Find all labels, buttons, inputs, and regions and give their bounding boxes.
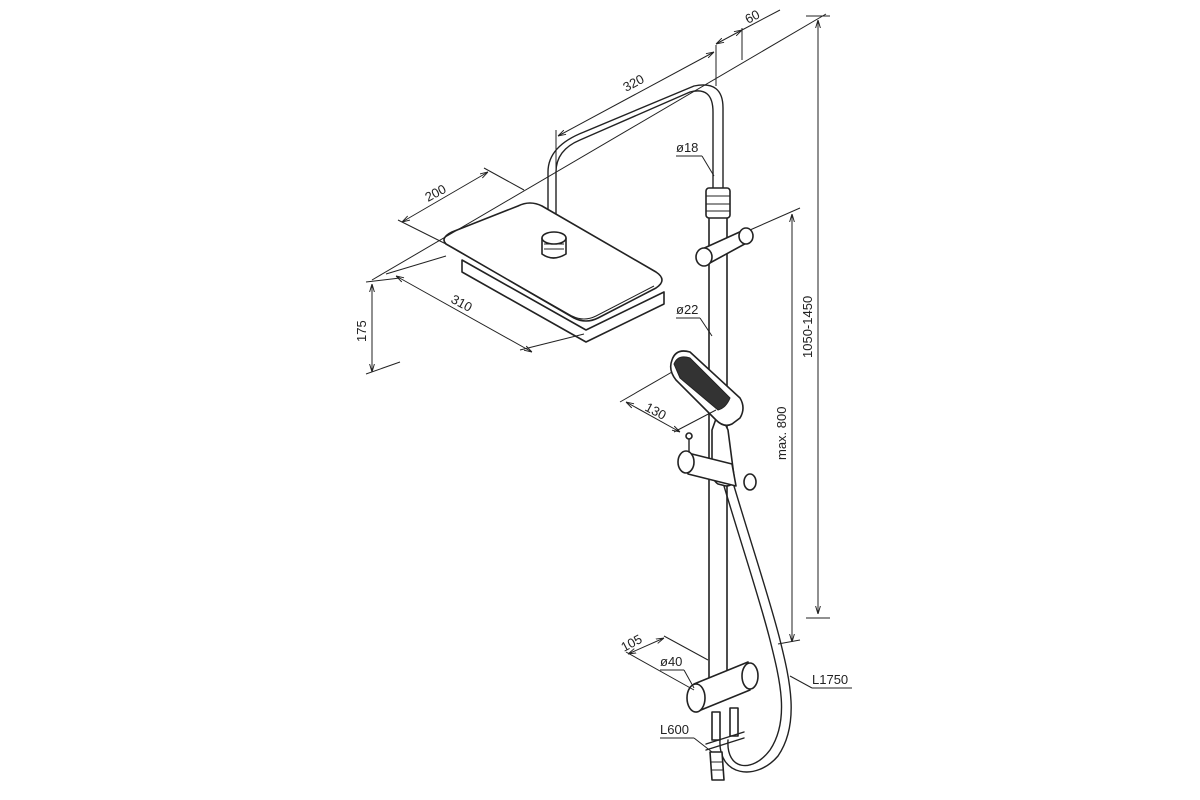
svg-text:320: 320 bbox=[620, 71, 646, 94]
upper-wall-bracket bbox=[695, 227, 754, 267]
lower-outlet-pipe bbox=[709, 751, 725, 781]
dim-head-width: 310 bbox=[385, 255, 585, 352]
svg-text:60: 60 bbox=[742, 7, 762, 27]
label-hose-length: L1750 bbox=[789, 672, 852, 689]
dim-wall-offset: 60 bbox=[716, 7, 781, 60]
dim-reference-line bbox=[371, 13, 827, 281]
svg-text:ø18: ø18 bbox=[676, 140, 698, 155]
label-upper-diameter: ø18 bbox=[676, 140, 715, 177]
rain-shower-head bbox=[443, 202, 665, 343]
dim-head-depth: 200 bbox=[397, 167, 525, 245]
mixer-valve bbox=[686, 661, 759, 751]
overhead-arm bbox=[547, 84, 724, 233]
label-lower-diameter: ø22 bbox=[676, 302, 713, 337]
svg-text:max. 800: max. 800 bbox=[774, 407, 789, 460]
svg-text:200: 200 bbox=[422, 181, 448, 204]
svg-text:175: 175 bbox=[354, 320, 369, 342]
dim-slider-travel: max. 800 bbox=[749, 207, 801, 645]
svg-text:310: 310 bbox=[449, 291, 475, 314]
svg-text:L1750: L1750 bbox=[812, 672, 848, 687]
svg-text:1050-1450: 1050-1450 bbox=[800, 296, 815, 358]
label-mixer-diameter: ø40 bbox=[660, 654, 695, 689]
svg-text:ø22: ø22 bbox=[676, 302, 698, 317]
label-lower-pipe-length: L600 bbox=[660, 722, 713, 753]
dim-overall-height: 1050-1450 bbox=[800, 15, 830, 619]
shower-hose bbox=[719, 485, 792, 773]
svg-text:105: 105 bbox=[618, 631, 644, 654]
slider-holder bbox=[677, 432, 757, 491]
dim-head-height: 175 bbox=[354, 277, 401, 375]
svg-text:L600: L600 bbox=[660, 722, 689, 737]
svg-text:130: 130 bbox=[643, 399, 669, 422]
svg-text:ø40: ø40 bbox=[660, 654, 682, 669]
